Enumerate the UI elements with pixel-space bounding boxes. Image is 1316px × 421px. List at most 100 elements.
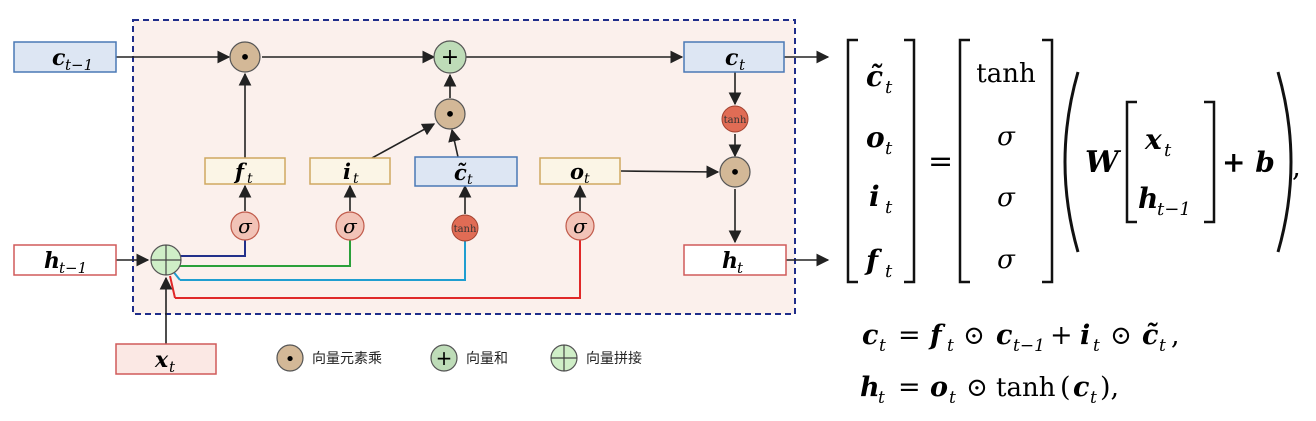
svg-text:⊙: ⊙ [1110, 321, 1132, 351]
box-h-t: h t [683, 244, 787, 277]
concat-node [150, 244, 182, 276]
svg-text:t: t [353, 171, 359, 187]
svg-text:o: o [930, 372, 948, 403]
svg-text:c: c [862, 320, 878, 351]
svg-text:向量拼接: 向量拼接 [586, 350, 642, 367]
forget-sigma-node: σ [230, 211, 260, 241]
box-h-prev: h t−1 [13, 244, 117, 277]
output-sigma-node: σ [565, 211, 595, 241]
svg-text:t: t [737, 259, 744, 277]
box-i-t: i t [309, 157, 391, 187]
box-ctilde-t: c̃ t [414, 156, 518, 188]
svg-text:c: c [725, 45, 739, 71]
lstm-equations: c̃ t o t i t f t = tanh σ σ σ W x t h t−… [846, 38, 1301, 408]
legend-add: + 向量和 [430, 344, 508, 372]
svg-text:+: + [441, 45, 459, 70]
svg-text:x: x [1144, 123, 1162, 156]
cell-tanh-node: tanh [721, 105, 749, 133]
svg-text:i: i [343, 159, 351, 184]
svg-text:o: o [866, 121, 885, 154]
svg-text:σ: σ [343, 214, 358, 238]
svg-text:t: t [1090, 388, 1097, 408]
svg-text:c: c [1073, 372, 1089, 403]
svg-text:f: f [864, 244, 883, 277]
wire-to-forget [180, 238, 246, 257]
hidden-state-equation: h t = o t ⊙ tanh ( c t ), [860, 372, 1119, 408]
svg-text:t: t [467, 172, 473, 188]
black-wires [116, 50, 830, 344]
svg-text:t−1: t−1 [1013, 336, 1045, 356]
svg-text:t: t [947, 336, 954, 356]
concat-wires [169, 238, 581, 299]
lhs-vector [846, 38, 916, 284]
output-mult-node: • [719, 156, 751, 188]
svg-text:t: t [885, 197, 893, 218]
legend: • 向量元素乘 + 向量和 向量拼接 [276, 344, 642, 372]
svg-text:⊙: ⊙ [963, 321, 985, 351]
svg-text:=: = [898, 372, 921, 403]
svg-text:•: • [239, 45, 251, 69]
svg-text:(: ( [1060, 372, 1071, 403]
svg-text:tanh: tanh [976, 59, 1036, 89]
svg-text:⊙: ⊙ [966, 373, 988, 403]
svg-text:t: t [1164, 140, 1172, 161]
legend-mult: • 向量元素乘 [276, 344, 382, 372]
svg-text:t: t [885, 77, 893, 98]
svg-text:c: c [996, 320, 1012, 351]
svg-text:+ b: + b [1222, 146, 1275, 179]
activation-vector [958, 38, 1054, 284]
svg-text:t: t [1159, 336, 1166, 356]
svg-text:=: = [898, 320, 921, 351]
svg-text:+: + [436, 346, 453, 370]
svg-text:σ: σ [997, 122, 1016, 152]
candidate-tanh-node: tanh [451, 214, 479, 242]
svg-text:•: • [285, 349, 296, 370]
box-x-t: x t [115, 343, 217, 376]
wire-to-candidate [180, 238, 466, 281]
svg-text:,: , [1171, 320, 1180, 351]
svg-text:c̃: c̃ [1142, 320, 1158, 351]
big-parentheses [1063, 71, 1293, 253]
svg-text:o: o [570, 159, 584, 184]
svg-text:c: c [52, 45, 66, 71]
svg-text:W: W [1085, 145, 1122, 180]
svg-text:tanh: tanh [996, 373, 1056, 403]
svg-text:t−1: t−1 [59, 259, 87, 277]
wire-to-output [175, 238, 581, 299]
svg-text:=: = [928, 144, 953, 179]
input-mult-node: • [434, 98, 466, 130]
box-o-t: o t [539, 157, 621, 187]
svg-text:•: • [729, 160, 741, 184]
svg-text:f: f [928, 320, 946, 351]
svg-text:σ: σ [573, 214, 588, 238]
svg-text:t−1: t−1 [1157, 199, 1191, 220]
forget-mult-node: • [229, 41, 261, 73]
svg-text:t: t [584, 171, 590, 187]
svg-text:x: x [154, 347, 169, 373]
svg-text:tanh: tanh [454, 224, 477, 235]
svg-text:t: t [1093, 336, 1100, 356]
input-vector [1125, 100, 1216, 224]
svg-text:σ: σ [997, 183, 1016, 213]
svg-text:t: t [885, 138, 893, 159]
svg-text:i: i [1080, 320, 1090, 351]
box-c-t: c t [683, 41, 785, 74]
svg-text:i: i [869, 180, 880, 213]
input-sigma-node: σ [335, 211, 365, 241]
svg-text:t−1: t−1 [65, 56, 93, 74]
svg-text:σ: σ [997, 245, 1016, 275]
svg-text:•: • [444, 102, 456, 126]
cell-add-node: + [433, 40, 467, 74]
svg-text:tanh: tanh [724, 115, 747, 126]
svg-text:t: t [949, 388, 956, 408]
svg-text:h: h [722, 248, 738, 274]
svg-text:h: h [860, 372, 880, 403]
svg-text:t: t [247, 171, 253, 187]
svg-text:σ: σ [238, 214, 253, 238]
svg-text:),: ), [1100, 372, 1119, 403]
svg-text:t: t [169, 358, 176, 376]
svg-text:h: h [1138, 182, 1158, 215]
svg-text:向量和: 向量和 [466, 351, 508, 367]
legend-concat: 向量拼接 [550, 344, 642, 372]
